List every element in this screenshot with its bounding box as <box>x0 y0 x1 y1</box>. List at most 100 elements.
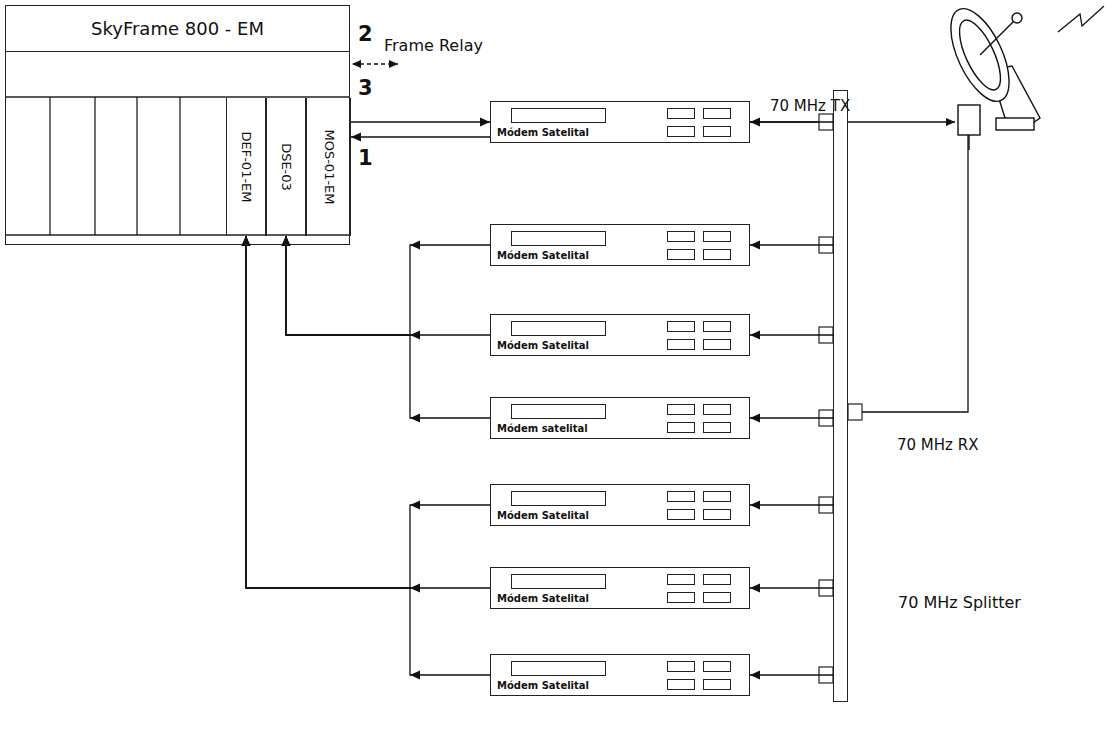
modem-label: Módem Satelital <box>497 340 589 351</box>
signal-connector <box>351 118 490 127</box>
modem-button <box>667 249 695 260</box>
arrowhead <box>750 671 760 680</box>
card-slot: DEF-01-EM <box>226 98 266 236</box>
signal-connector <box>750 414 833 423</box>
arrowhead <box>750 584 760 593</box>
modem-button <box>667 321 695 332</box>
connector-line <box>286 236 490 335</box>
signal-connector <box>351 133 490 142</box>
modem-label: Módem Satelital <box>497 593 589 604</box>
signal-label: Frame Relay <box>384 36 483 55</box>
signal-connector <box>242 236 491 593</box>
card-label: DSE-03 <box>279 143 294 191</box>
modem-button <box>667 339 695 350</box>
connector-line <box>286 236 490 335</box>
arrowhead <box>410 671 420 680</box>
satellite-antenna <box>939 0 1040 150</box>
arrowhead <box>750 501 760 510</box>
connector-line <box>750 674 833 675</box>
callout-number: 2 <box>358 22 373 46</box>
connector-line <box>246 236 490 588</box>
connector-line <box>286 236 490 418</box>
modem-box: Módem Satelital <box>490 101 750 143</box>
modem-button <box>667 491 695 502</box>
modem-button <box>703 509 731 520</box>
modem-box: Módem Satelital <box>490 314 750 356</box>
modem-box: Módem satelital <box>490 397 750 439</box>
arrowhead <box>410 584 420 593</box>
connector-line <box>750 334 833 335</box>
connector-line <box>750 417 833 418</box>
connector-line <box>750 121 833 122</box>
modem-box: Módem Satelital <box>490 224 750 266</box>
modem-button <box>703 231 731 242</box>
modem-box: Módem Satelital <box>490 567 750 609</box>
signal-connector <box>750 671 833 680</box>
arrowhead <box>750 414 760 423</box>
modem-button <box>703 592 731 603</box>
signal-connector <box>750 118 833 127</box>
arrowhead <box>410 241 420 250</box>
modem-display <box>511 661 606 676</box>
modem-button <box>667 509 695 520</box>
modem-label: Módem satelital <box>497 423 588 434</box>
chassis-box: SkyFrame 800 - EM DEF-01-EM DSE-03 MOS-01-E… <box>5 5 350 245</box>
modem-button <box>667 679 695 690</box>
callout-number: 1 <box>358 146 373 170</box>
arrowhead <box>750 241 760 250</box>
frame-relay-arrow <box>353 63 398 64</box>
connector-line <box>351 136 490 137</box>
modem-button <box>703 321 731 332</box>
modem-button <box>703 574 731 585</box>
signal-connector <box>282 236 491 335</box>
modem-display <box>511 491 606 506</box>
arrowhead <box>410 414 420 423</box>
arrowhead <box>480 118 490 127</box>
modem-button <box>703 126 731 137</box>
modem-button <box>703 249 731 260</box>
radio-signal <box>1058 6 1104 32</box>
modem-display <box>511 574 606 589</box>
arrowhead <box>410 501 420 510</box>
modem-button <box>703 422 731 433</box>
rx-wire <box>862 132 968 412</box>
modem-box: Módem Satelital <box>490 654 750 696</box>
chassis-title: SkyFrame 800 - EM <box>6 6 349 52</box>
modem-button <box>703 339 731 350</box>
arrowhead <box>750 331 760 340</box>
connector-line <box>351 121 490 122</box>
signal-label: 70 MHz TX <box>770 97 850 115</box>
modem-display <box>511 404 606 419</box>
modem-label: Módem Satelital <box>497 250 589 261</box>
signal-connector <box>242 236 491 680</box>
modem-button <box>667 404 695 415</box>
modem-button <box>667 661 695 672</box>
signal-connector <box>282 236 491 423</box>
connector-line <box>246 236 490 675</box>
modem-button <box>667 574 695 585</box>
callout-number: 3 <box>358 76 373 100</box>
modem-display <box>511 321 606 336</box>
modem-box: Módem Satelital <box>490 484 750 526</box>
connector-line <box>750 244 833 245</box>
arrowhead <box>750 118 760 127</box>
signal-label: 70 MHz RX <box>897 436 978 454</box>
chassis-slots <box>5 97 350 235</box>
connector-line <box>750 587 833 588</box>
modem-label: Módem Satelital <box>497 510 589 521</box>
modem-button <box>667 126 695 137</box>
modem-button <box>667 231 695 242</box>
card-label: MOS-01-EM <box>321 129 336 204</box>
modem-button <box>667 108 695 119</box>
modem-button <box>703 491 731 502</box>
modem-display <box>511 231 606 246</box>
arrowhead <box>351 133 361 142</box>
signal-connector <box>750 331 833 340</box>
modem-label: Módem Satelital <box>497 127 589 138</box>
modem-display <box>511 108 606 123</box>
modem-button <box>703 679 731 690</box>
connector-line <box>750 504 833 505</box>
card-label: DEF-01-EM <box>239 131 254 202</box>
arrowhead <box>410 331 420 340</box>
